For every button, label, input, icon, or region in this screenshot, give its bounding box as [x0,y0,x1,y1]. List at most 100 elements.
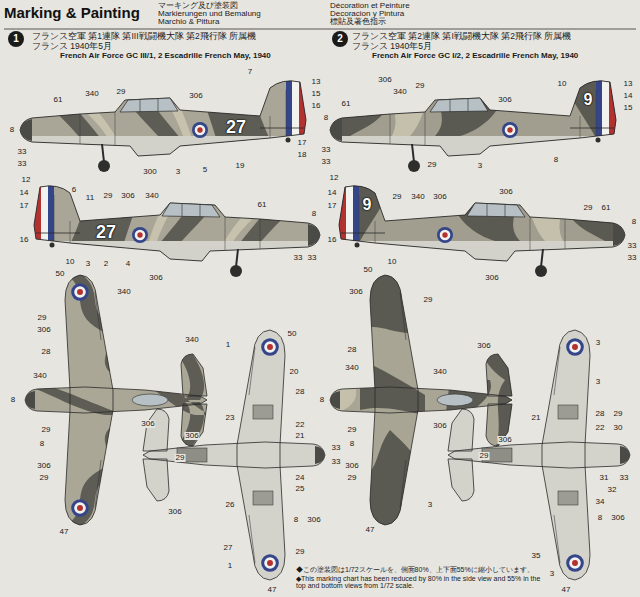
callout-number: 306 [432,193,447,201]
callout-number: 340 [392,88,407,96]
bottom-view [135,325,330,585]
callout-number: 47 [561,586,572,594]
callout-number: 300 [142,168,157,176]
callout-number: 33 [627,242,638,250]
callout-number: 29 [392,193,403,201]
callout-number: 21 [531,414,542,422]
top-view [325,270,520,530]
callout-number: 4 [125,260,131,268]
callout-number: 22 [295,421,306,429]
callout-number: 10 [387,258,398,266]
callout-number: 306 [377,76,392,84]
callout-number: 340 [432,368,447,376]
callout-number: 340 [116,288,131,296]
callout-number: 306 [497,436,512,444]
callout-number: 306 [148,274,163,282]
scheme-number: 1 [8,31,24,47]
side-profile [325,70,630,176]
callout-number: 10 [557,80,568,88]
sheet-title: Marking & Painting [4,5,140,20]
callout-number: 11 [85,194,95,202]
side-profile [15,70,315,176]
callout-number: 31 [599,474,610,482]
callout-number: 29 [583,204,594,212]
callout-number: 340 [184,336,199,344]
callout-number: 26 [225,501,236,509]
callout-number: 47 [59,528,70,536]
callout-number: 28 [595,410,606,418]
callout-number: 33 [321,158,332,166]
callout-number: 306 [184,432,199,440]
side-profile [25,175,325,281]
scheme-caption: French Air Force GC I/2, 2 Escadrille Fr… [372,52,578,60]
aircraft-code: 27 [226,118,246,136]
callout-number: 15 [623,104,634,112]
scale-note: ◆This marking chart has been reduced by … [296,575,544,590]
heading-translation: Decoracion y Pintura [330,10,404,18]
callout-number: 17 [19,202,30,210]
callout-number: 33 [331,458,342,466]
scheme-caption: フランス 1940年5月 [352,42,432,51]
callout-number: 340 [32,372,47,380]
callout-number: 17 [327,202,338,210]
callout-number: 14 [327,189,338,197]
callout-number: 21 [295,432,306,440]
callout-number: 33 [331,444,342,452]
aircraft-code: 9 [584,92,593,108]
callout-number: 16 [327,236,338,244]
bottom-view [440,325,635,585]
header-rule [4,29,636,30]
callout-number: 20 [289,368,300,376]
callout-number: 16 [19,236,30,244]
callout-number: 47 [267,586,278,594]
callout-number: 306 [36,462,51,470]
callout-number: 47 [365,526,376,534]
callout-number: 34 [595,498,606,506]
callout-number: 340 [144,192,159,200]
callout-number: 15 [311,90,322,98]
callout-number: 1 [227,562,233,570]
callout-number: 3 [595,378,601,386]
heading-translation: Marchio & Pittura [158,18,219,26]
callout-number: 33 [627,254,638,262]
callout-number: 3 [175,168,181,176]
callout-number: 306 [610,514,625,522]
callout-number: 8 [311,210,317,218]
callout-number: 306 [348,288,363,296]
callout-number: 306 [484,274,499,282]
callout-number: 29 [175,454,186,462]
callout-number: 8 [323,114,329,122]
callout-number: 29 [295,548,306,556]
callout-number: 8 [553,156,559,164]
callout-number: 8 [597,514,603,522]
callout-number: 306 [344,462,359,470]
callout-number: 1 [225,341,231,349]
callout-number: 29 [116,88,127,96]
callout-number: 29 [613,410,624,418]
callout-number: 306 [120,192,135,200]
callout-number: 27 [223,544,234,552]
callout-number: 29 [39,474,50,482]
callout-number: 16 [311,102,322,110]
callout-number: 35 [531,552,542,560]
aircraft-code: 9 [363,197,372,213]
heading-translation: Décoration et Peinture [330,2,410,10]
scheme-number: 2 [332,31,348,47]
callout-number: 306 [167,508,182,516]
callout-number: 33 [293,254,304,262]
callout-number: 61 [53,96,64,104]
callout-number: 306 [476,342,491,350]
callout-number: 13 [623,80,634,88]
callout-number: 306 [497,96,512,104]
callout-number: 61 [341,100,352,108]
callout-number: 33 [17,160,28,168]
callout-number: 29 [103,192,114,200]
callout-number: 340 [344,364,359,372]
callout-number: 14 [19,189,30,197]
callout-number: 33 [619,474,630,482]
callout-number: 8 [9,126,15,134]
callout-number: 29 [347,426,358,434]
callout-number: 50 [363,266,374,274]
side-profile [325,175,630,281]
callout-number: 29 [415,82,426,90]
